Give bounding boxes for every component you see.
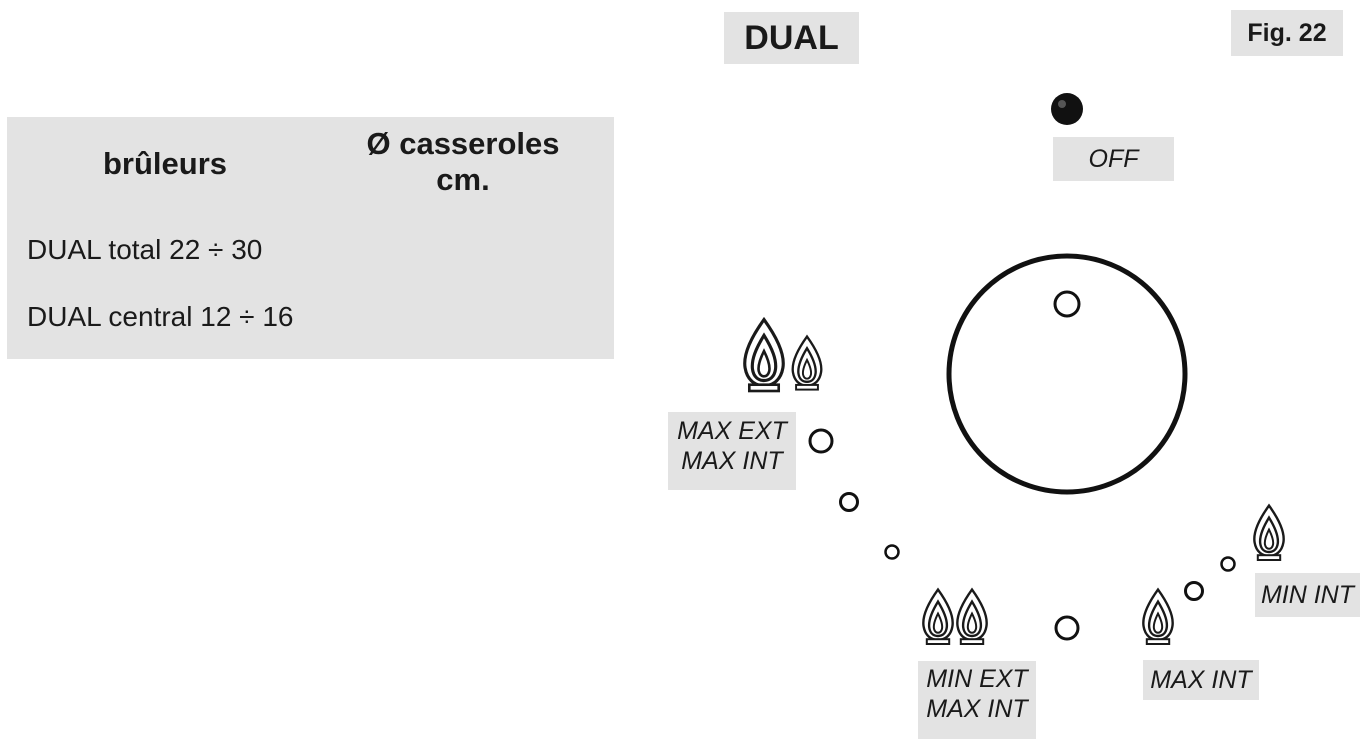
label-min-int: MIN INT [1255,573,1360,617]
position-marker-max-ext-icon [808,428,834,454]
table-row-dual-total: DUAL total 22 ÷ 30 [27,234,263,265]
column-header-burners: brûleurs [102,146,228,181]
flame-icon [743,318,785,393]
label-min-ext-max-int: MIN EXT MAX INT [918,661,1036,739]
flame-icon [1253,504,1285,562]
control-knob [946,253,1188,495]
flame-icon [922,588,954,646]
label-min-ext-max-int-line2: MAX INT [926,695,1028,723]
label-max-ext-max-int-line2: MAX INT [681,447,783,475]
flame-icon [956,588,988,646]
label-max-ext-max-int: MAX EXT MAX INT [668,412,796,490]
column-header-pan-diameter-line1: Ø casseroles [366,126,560,161]
label-min-ext-max-int-line1: MIN EXT [926,665,1028,693]
figure-number: Fig. 22 [1231,10,1343,56]
flame-icon [791,335,823,391]
position-marker-icon [1184,581,1204,601]
position-marker-icon [1220,556,1236,572]
label-off: OFF [1053,137,1174,181]
position-marker-icon [839,492,859,512]
diagram-title: DUAL [724,12,859,64]
flame-icon [1142,588,1174,646]
knob-indicator-icon [1053,290,1081,318]
column-header-pan-diameter: Ø casseroles cm. [343,126,583,198]
label-max-int: MAX INT [1143,660,1259,700]
off-dot-icon [1051,93,1083,125]
position-marker-min-ext-icon [1054,615,1080,641]
pan-diameter-table: brûleurs Ø casseroles cm. DUAL total 22 … [7,117,614,359]
label-max-ext-max-int-line1: MAX EXT [677,417,787,445]
off-dot-highlight [1058,100,1066,108]
column-header-pan-diameter-line2: cm. [436,162,490,197]
position-marker-icon [884,544,900,560]
table-row-dual-central: DUAL central 12 ÷ 16 [27,301,294,332]
